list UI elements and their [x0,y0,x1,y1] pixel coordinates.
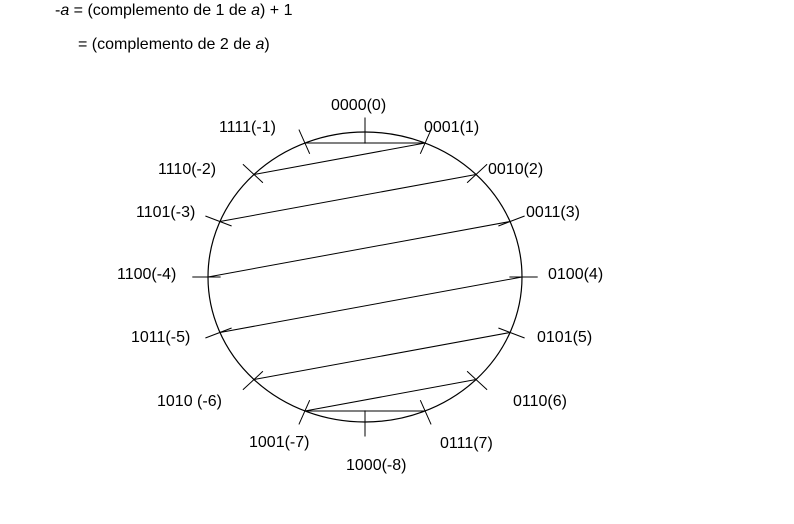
tick-mark [498,327,525,339]
wheel-label-1001: 1001(-7) [249,434,309,451]
tick-mark [298,399,311,425]
wheel-label-1110: 1110(-2) [158,161,216,178]
tick-mark [298,129,311,155]
tick-mark [242,163,264,184]
tick-mark [466,370,488,391]
chord-group [207,142,523,412]
label-group: 0000(0) 0001(1) 0010(2) 0011(3) 0100(4) … [117,97,603,474]
equation-suffix: ) + 1 [260,2,293,19]
tick-mark [419,399,432,425]
equation-suffix: ) [264,36,270,53]
tick-mark [205,327,232,339]
wheel-label-1100: 1100(-4) [117,266,176,283]
chord-line [207,221,511,278]
wheel-label-0010: 0010(2) [488,161,543,178]
tick-mark [205,215,232,227]
equation-prefix: = (complemento de 2 de [78,36,256,53]
tick-mark [419,129,432,155]
wheel-label-0101: 0101(5) [537,329,592,346]
equation-middle: = (complemento de 1 de [69,2,252,19]
wheel-label-1010: 1010 (-6) [157,393,222,410]
tick-mark [242,370,264,391]
equation-twos-complement: = (complemento de 2 de a) [78,36,270,54]
chord-line [253,332,511,380]
chord-line [219,174,477,222]
variable-a: a [60,2,70,19]
wheel-label-1111: 1111(-1) [219,119,276,136]
equation-negation: -a = (complemento de 1 de a) + 1 [55,2,293,20]
chord-line [304,379,477,412]
variable-a: a [255,36,265,53]
equation-prefix: - [55,2,61,19]
wheel-label-0111: 0111(7) [440,435,493,452]
tick-mark [498,215,525,227]
variable-a: a [251,2,261,19]
chord-line [219,276,523,333]
tick-group [192,117,538,437]
wheel-label-1101: 1101(-3) [136,204,195,221]
tick-mark [466,163,488,184]
wheel-label-0000: 0000(0) [331,97,386,114]
wheel-label-0100: 0100(4) [548,266,603,283]
chord-line [253,142,426,175]
wheel-label-1000: 1000(-8) [346,457,406,474]
wheel-label-1011: 1011(-5) [131,329,190,346]
wheel-label-0001: 0001(1) [424,119,479,136]
wheel-label-0011: 0011(3) [526,204,580,221]
wheel-label-0110: 0110(6) [513,393,567,410]
